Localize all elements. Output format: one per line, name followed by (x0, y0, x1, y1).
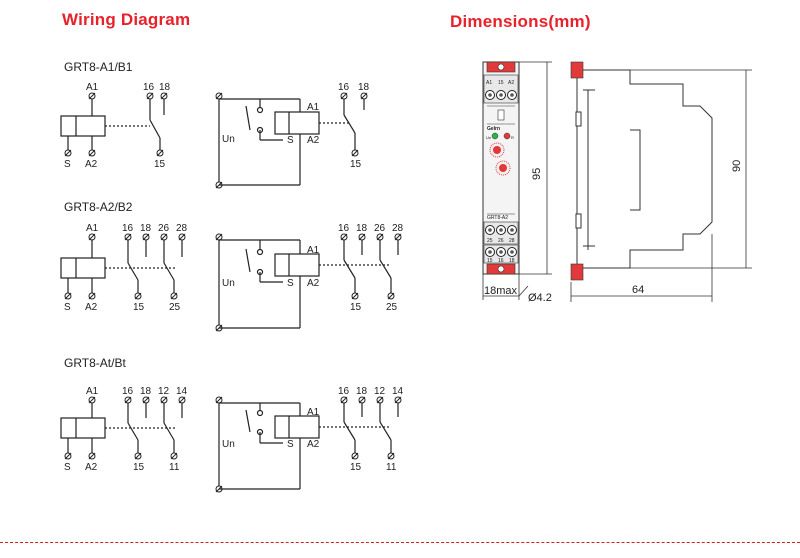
terminal-a2-label: A2 (85, 302, 98, 313)
terminal-11-label: 11 (386, 462, 397, 473)
terminal-18-label: 18 (356, 223, 368, 234)
device-mid-terminal-label: 28 (509, 238, 515, 244)
terminal-a1-label: A1 (307, 407, 320, 418)
wiring-block-3-right (215, 396, 402, 493)
dimensions-title: Dimensions(mm) (450, 12, 591, 31)
model-label-atbt: GRT8-At/Bt (64, 356, 126, 370)
dimension-lines-side (570, 69, 752, 302)
device-brand: Gelrn (487, 126, 500, 132)
device-front-view (482, 61, 520, 275)
wiring-block-2-right (215, 233, 402, 332)
wiring-block-3-left (60, 396, 186, 460)
terminal-18-label: 18 (140, 223, 152, 234)
dimension-width: 18max (484, 285, 518, 297)
wiring-block-1-left (60, 92, 168, 157)
terminal-14-label: 14 (392, 386, 404, 397)
terminal-15-label: 15 (350, 462, 362, 473)
device-mid-terminal-label: 25 (487, 238, 493, 244)
device-top-terminal-label: A2 (508, 80, 514, 86)
device-mid-terminal-label: 26 (498, 238, 504, 244)
terminal-16-label: 16 (122, 386, 134, 397)
terminal-16-label: 16 (122, 223, 134, 234)
supply-un-label: Un (222, 278, 235, 289)
terminal-a2-label: A2 (307, 135, 320, 146)
dimension-hole: Ø4.2 (528, 292, 552, 304)
terminal-12-label: 12 (158, 386, 170, 397)
terminal-s-label: S (287, 135, 294, 146)
terminal-25-label: 25 (169, 302, 181, 313)
model-label-a2b2: GRT8-A2/B2 (64, 200, 133, 214)
wiring-block-1-right (215, 92, 368, 189)
dimension-lines-front (482, 61, 552, 300)
terminal-15-label: 15 (154, 159, 166, 170)
terminal-a1-label: A1 (307, 102, 320, 113)
terminal-s-label: S (64, 159, 71, 170)
terminal-16-label: 16 (338, 386, 350, 397)
terminal-15-label: 15 (350, 159, 362, 170)
terminal-a2-label: A2 (307, 278, 320, 289)
terminal-s-label: S (64, 462, 71, 473)
supply-un-label: Un (222, 439, 235, 450)
terminal-18-label: 18 (159, 82, 171, 93)
terminal-a2-label: A2 (85, 159, 98, 170)
dimension-height-side: 90 (731, 160, 743, 172)
terminal-16-label: 16 (143, 82, 155, 93)
bottom-divider (0, 542, 800, 543)
supply-un-label: Un (222, 134, 235, 145)
device-bot-terminal-label: 16 (498, 258, 504, 264)
terminal-26-label: 26 (158, 223, 170, 234)
dimension-depth: 64 (632, 284, 644, 296)
device-led-r-label: R (511, 135, 514, 140)
terminal-a1-label: A1 (307, 245, 320, 256)
terminal-15-label: 15 (350, 302, 362, 313)
terminal-25-label: 25 (386, 302, 398, 313)
terminal-s-label: S (287, 439, 294, 450)
terminal-16-label: 16 (338, 82, 350, 93)
device-side-view (570, 61, 713, 281)
terminal-28-label: 28 (176, 223, 188, 234)
terminal-12-label: 12 (374, 386, 386, 397)
device-top-terminal-label: 15 (498, 80, 504, 86)
terminal-a2-label: A2 (85, 462, 98, 473)
terminal-28-label: 28 (392, 223, 404, 234)
terminal-14-label: 14 (176, 386, 188, 397)
terminal-a1-label: A1 (86, 386, 99, 397)
device-bot-terminal-label: 18 (509, 258, 515, 264)
device-led-un-label: Un (486, 135, 491, 140)
terminal-s-label: S (64, 302, 71, 313)
device-bot-terminal-label: 15 (487, 258, 493, 264)
terminal-a2-label: A2 (307, 439, 320, 450)
terminal-a1-label: A1 (86, 82, 99, 93)
terminal-18-label: 18 (358, 82, 370, 93)
wiring-block-2-left (60, 233, 186, 300)
terminal-s-label: S (287, 278, 294, 289)
dimension-height-front: 95 (531, 168, 543, 180)
terminal-a1-label: A1 (86, 223, 99, 234)
model-label-a1b1: GRT8-A1/B1 (64, 60, 133, 74)
terminal-18-label: 18 (356, 386, 368, 397)
device-top-terminal-label: A1 (486, 80, 492, 86)
terminal-16-label: 16 (338, 223, 350, 234)
terminal-26-label: 26 (374, 223, 386, 234)
terminal-15-label: 15 (133, 462, 145, 473)
terminal-11-label: 11 (169, 462, 180, 473)
wiring-diagram-title: Wiring Diagram (62, 10, 191, 29)
terminal-18-label: 18 (140, 386, 152, 397)
device-model-label: GRT8-A2 (487, 215, 508, 221)
terminal-15-label: 15 (133, 302, 145, 313)
